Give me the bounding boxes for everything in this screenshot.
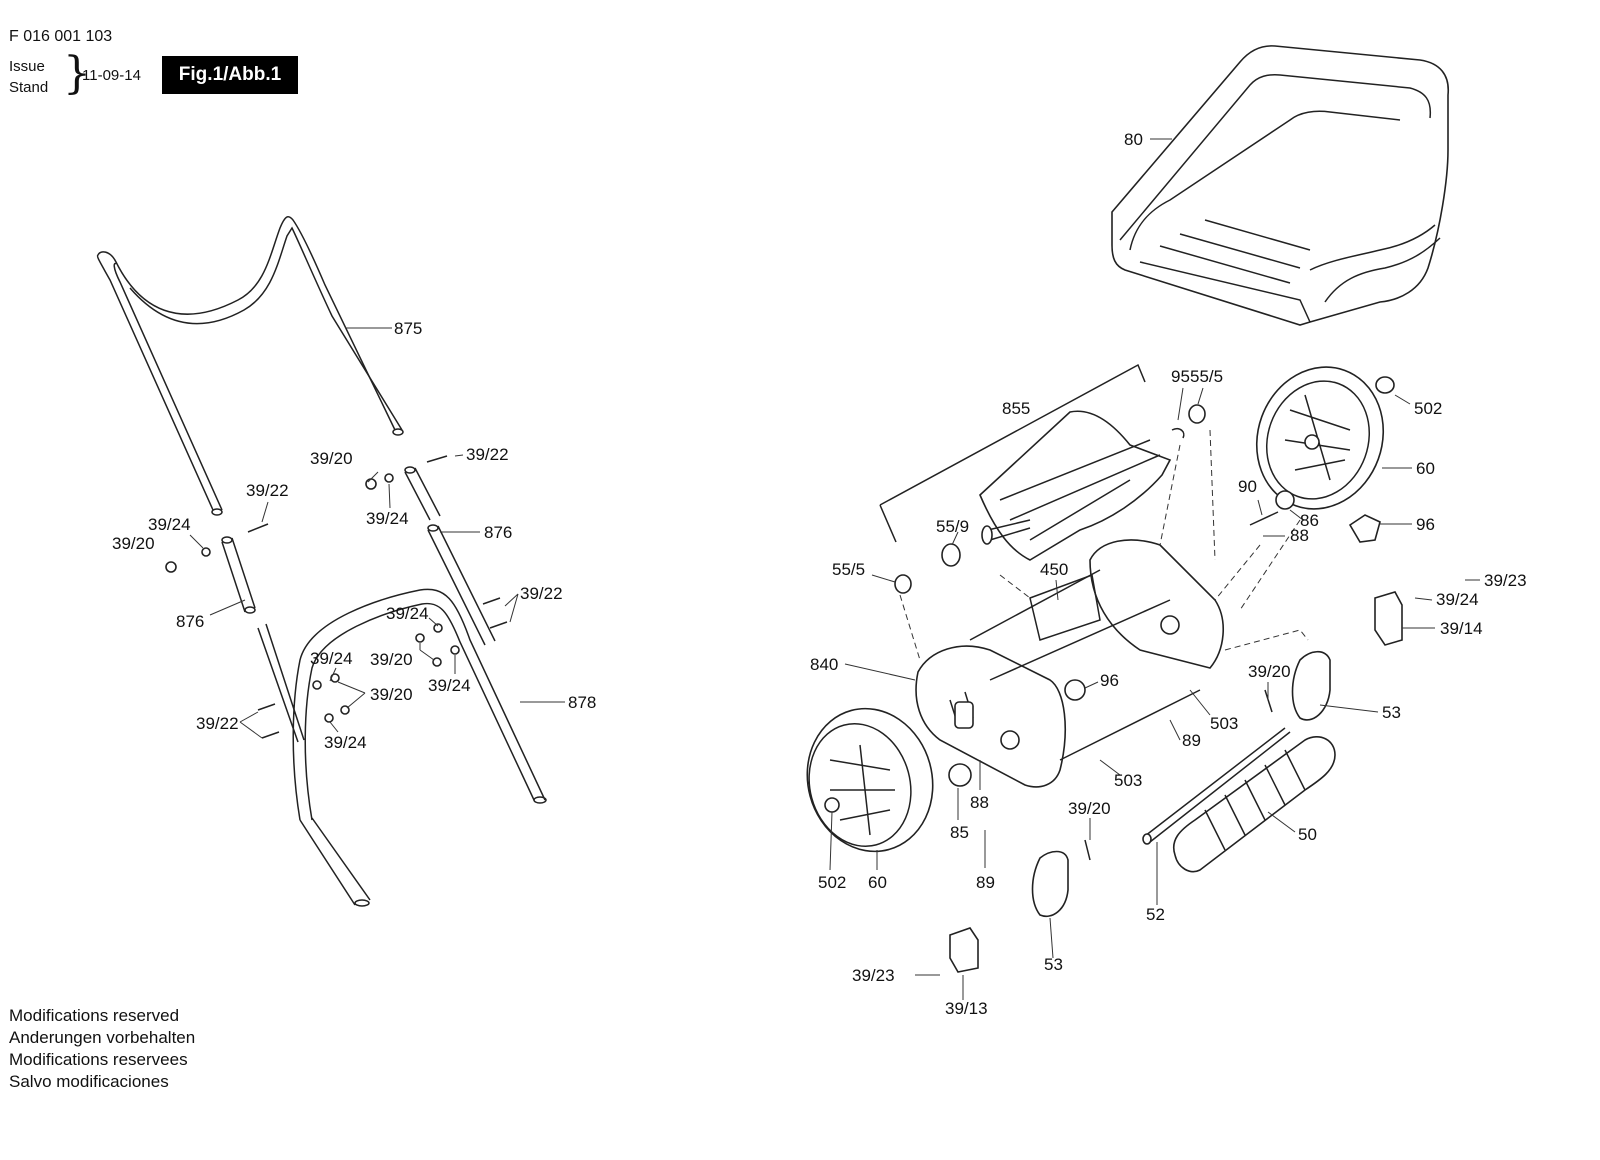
callout-39-20: 39/20 (1068, 799, 1111, 818)
roller-and-rod (1142, 727, 1336, 905)
callout-39-20: 39/20 (370, 650, 413, 669)
callout-39-20: 39/20 (1248, 662, 1291, 681)
callout-450: 450 (1040, 560, 1068, 579)
callout-88: 88 (1290, 526, 1309, 545)
callout-878: 878 (568, 693, 596, 712)
callout-39-20: 39/20 (370, 685, 413, 704)
handle-leader-lines (189, 327, 565, 739)
callout-52: 52 (1146, 905, 1165, 924)
upper-handle-875 (96, 215, 404, 516)
callout-39-20: 39/20 (112, 534, 155, 553)
callout-39-22: 39/22 (466, 445, 509, 464)
callout-39-24: 39/24 (366, 509, 409, 528)
callout-39-14: 39/14 (1440, 619, 1483, 638)
callout-840: 840 (810, 655, 838, 674)
callout-96: 96 (1416, 515, 1435, 534)
wheel-60-upper (1255, 366, 1412, 510)
mid-tube-876-left (221, 536, 256, 614)
callout-39-24: 39/24 (1436, 590, 1479, 609)
callout-53: 53 (1044, 955, 1063, 974)
callout-875: 875 (394, 319, 422, 338)
figure-label: Fig.1/Abb.1 (162, 56, 298, 94)
footer-line-de: Anderungen vorbehalten (9, 1028, 196, 1047)
footer-line-es: Salvo modificaciones (9, 1072, 169, 1091)
callout-39-24: 39/24 (148, 515, 191, 534)
drive-parts (948, 490, 1412, 820)
cutting-cylinder-855 (871, 363, 1206, 594)
callout-55-5: 55/5 (832, 560, 865, 579)
callout-86: 86 (1300, 511, 1319, 530)
callout-89: 89 (1182, 731, 1201, 750)
bed-knife-and-brackets (915, 579, 1480, 1000)
callout-876: 876 (484, 523, 512, 542)
callout-55-5: 55/5 (1190, 367, 1223, 386)
document-number: F 016 001 103 (9, 28, 113, 45)
callout-855: 855 (1002, 399, 1030, 418)
mid-tube-876-right (404, 466, 496, 646)
side-plate-840 (844, 645, 1066, 788)
issue-stand-labels: Issue Stand (9, 56, 48, 98)
wheel-60-lower (806, 707, 934, 871)
callout-39-24: 39/24 (310, 649, 353, 668)
callout-89: 89 (976, 873, 995, 892)
grass-box-80 (1111, 45, 1449, 326)
issue-label: Issue (9, 58, 45, 75)
callout-39-20: 39/20 (310, 449, 353, 468)
lower-handle-878 (257, 588, 547, 907)
rear-plate-450 (969, 539, 1225, 761)
dashed-assembly-lines (899, 429, 1309, 661)
callout-502: 502 (818, 873, 846, 892)
callout-39-24: 39/24 (428, 676, 471, 695)
callout-39-24: 39/24 (386, 604, 429, 623)
callout-50: 50 (1298, 825, 1317, 844)
callout-85: 85 (950, 823, 969, 842)
brace-icon: } (63, 48, 91, 99)
callout-39-23: 39/23 (1484, 571, 1527, 590)
callout-55-9: 55/9 (936, 517, 969, 536)
callout-53: 53 (1382, 703, 1401, 722)
callout-39-22: 39/22 (196, 714, 239, 733)
callout-876: 876 (176, 612, 204, 631)
callout-88: 88 (970, 793, 989, 812)
callout-503: 503 (1210, 714, 1238, 733)
callout-39-24: 39/24 (324, 733, 367, 752)
issue-date: 11-09-14 (82, 67, 141, 84)
footer-line-fr: Modifications reservees (9, 1050, 188, 1069)
callout-60: 60 (1416, 459, 1435, 478)
callout-60: 60 (868, 873, 887, 892)
callout-39-13: 39/13 (945, 999, 988, 1018)
stand-label: Stand (9, 79, 49, 96)
callout-90: 90 (1238, 477, 1257, 496)
callout-39-23: 39/23 (852, 966, 895, 985)
callout-39-22: 39/22 (520, 584, 563, 603)
footer-line-en: Modifications reserved (9, 1006, 180, 1025)
callout-labels: 875 39/20 39/22 39/22 39/24 39/24 39/20 … (112, 130, 1527, 1018)
callout-96: 96 (1100, 671, 1119, 690)
callout-502: 502 (1414, 399, 1442, 418)
callout-80: 80 (1124, 130, 1143, 149)
callout-95: 95 (1171, 367, 1190, 386)
callout-39-22: 39/22 (246, 481, 289, 500)
callout-503: 503 (1114, 771, 1142, 790)
modifications-notice: Modifications reserved Anderungen vorbeh… (9, 1005, 195, 1093)
